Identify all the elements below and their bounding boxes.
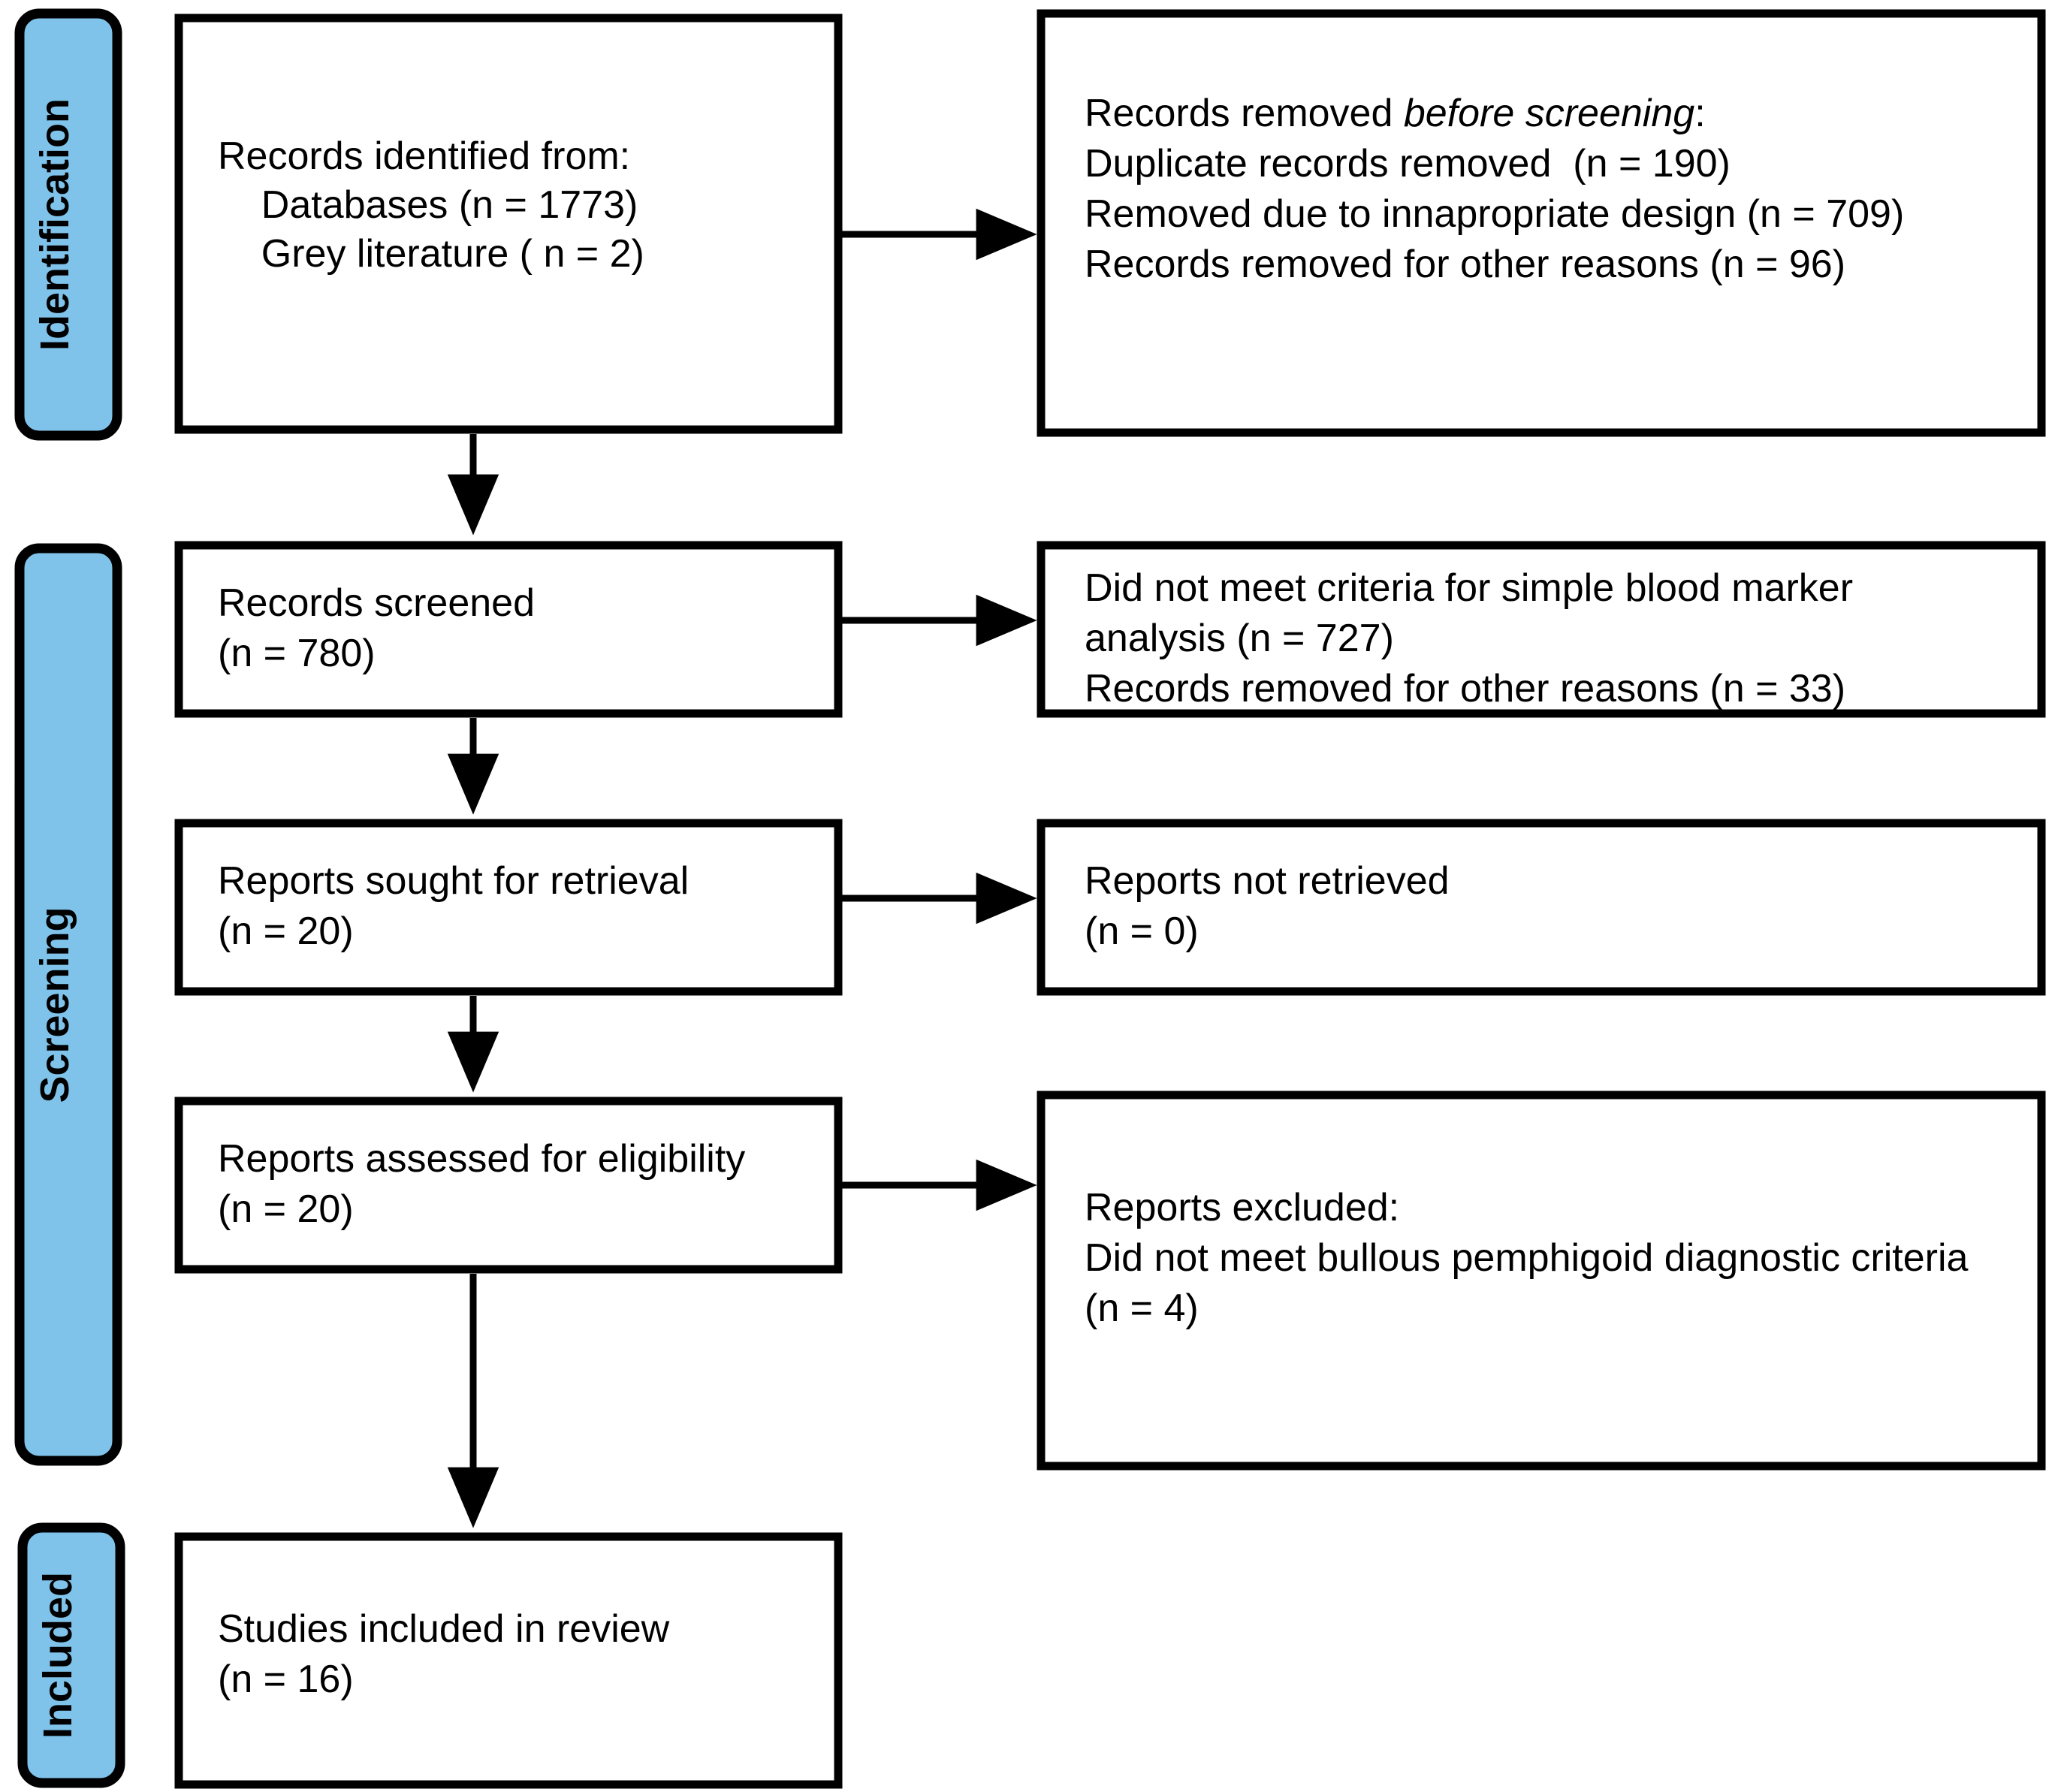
box-reports-sought-rect <box>174 819 843 996</box>
box-screening-exclusions-rect <box>1037 541 2046 718</box>
box-studies-included-rect <box>174 1532 843 1789</box>
box-screening-exclusions: Did not meet criteria for simple blood m… <box>1037 541 2046 718</box>
box-reports-sought-line-1: Reports sought for retrieval <box>218 859 689 903</box>
box-reports-not-retrieved: Reports not retrieved (n = 0) <box>1037 819 2046 996</box>
box-removed-before-screening-line-2: Removed due to innapropriate design (n =… <box>1085 192 1904 236</box>
box-records-screened-line-1: Records screened <box>218 581 535 625</box>
box-records-screened-rect <box>174 541 843 718</box>
box-studies-included-line-2: (n = 16) <box>218 1658 354 1701</box>
box-records-removed-before-screening: Records removed before screening: Duplic… <box>1037 9 2046 437</box>
box-reports-excluded-line-3: (n = 4) <box>1085 1287 1199 1330</box>
box-records-identified-line-2: Databases (n = 1773) <box>218 183 638 227</box>
box-records-identified-line-3: Grey literature ( n = 2) <box>218 232 644 276</box>
removed-heading-prefix: Records removed <box>1085 92 1404 135</box>
box-records-identified: Records identified from: Databases (n = … <box>174 14 843 434</box>
box-removed-before-screening-heading: Records removed before screening: <box>1085 92 1706 135</box>
removed-heading-suffix: : <box>1694 92 1705 135</box>
box-screening-exclusions-line-2: analysis (n = 727) <box>1085 617 1394 660</box>
box-reports-assessed-line-1: Reports assessed for eligibility <box>218 1137 745 1181</box>
removed-heading-italic: before screening <box>1404 92 1694 135</box>
box-reports-sought-line-2: (n = 20) <box>218 910 354 953</box>
stage-bar-included-rect <box>17 1522 125 1788</box>
box-reports-not-retrieved-line-1: Reports not retrieved <box>1085 859 1450 903</box>
box-reports-assessed-line-2: (n = 20) <box>218 1187 354 1231</box>
box-removed-before-screening-line-1: Duplicate records removed (n = 190) <box>1085 142 1731 186</box>
box-reports-assessed: Reports assessed for eligibility (n = 20… <box>174 1097 843 1274</box>
box-records-screened-line-2: (n = 780) <box>218 632 376 675</box>
stage-bar-identification: Identification <box>14 8 122 441</box>
box-removed-before-screening-line-3: Records removed for other reasons (n = 9… <box>1085 243 1845 286</box>
box-reports-not-retrieved-rect <box>1037 819 2046 996</box>
stage-label-included: Included <box>35 1572 80 1739</box>
box-studies-included: Studies included in review (n = 16) <box>174 1532 843 1789</box>
stage-bar-screening-rect <box>14 543 122 1466</box>
box-screening-exclusions-line-1: Did not meet criteria for simple blood m… <box>1085 566 1853 610</box>
box-reports-excluded-line-2: Did not meet bullous pemphigoid diagnost… <box>1085 1236 1969 1280</box>
box-reports-assessed-rect <box>174 1097 843 1274</box>
box-reports-sought: Reports sought for retrieval (n = 20) <box>174 819 843 996</box>
box-screening-exclusions-line-3: Records removed for other reasons (n = 3… <box>1085 667 1845 710</box>
box-reports-not-retrieved-line-2: (n = 0) <box>1085 910 1199 953</box>
stage-bar-identification-rect <box>14 8 122 441</box>
box-studies-included-line-1: Studies included in review <box>218 1607 670 1651</box>
stage-bar-screening: Screening <box>14 543 122 1466</box>
stage-bar-included: Included <box>17 1522 125 1788</box>
box-reports-excluded-line-1: Reports excluded: <box>1085 1186 1399 1229</box>
box-records-removed-before-screening-rect <box>1037 9 2046 437</box>
box-reports-excluded: Reports excluded: Did not meet bullous p… <box>1037 1091 2046 1471</box>
box-reports-excluded-rect <box>1037 1091 2046 1471</box>
stage-label-identification: Identification <box>32 98 77 351</box>
stage-label-screening: Screening <box>32 907 77 1103</box>
box-records-screened: Records screened (n = 780) <box>174 541 843 718</box>
box-records-identified-line-1: Records identified from: <box>218 134 630 178</box>
box-records-identified-rect <box>174 14 843 434</box>
